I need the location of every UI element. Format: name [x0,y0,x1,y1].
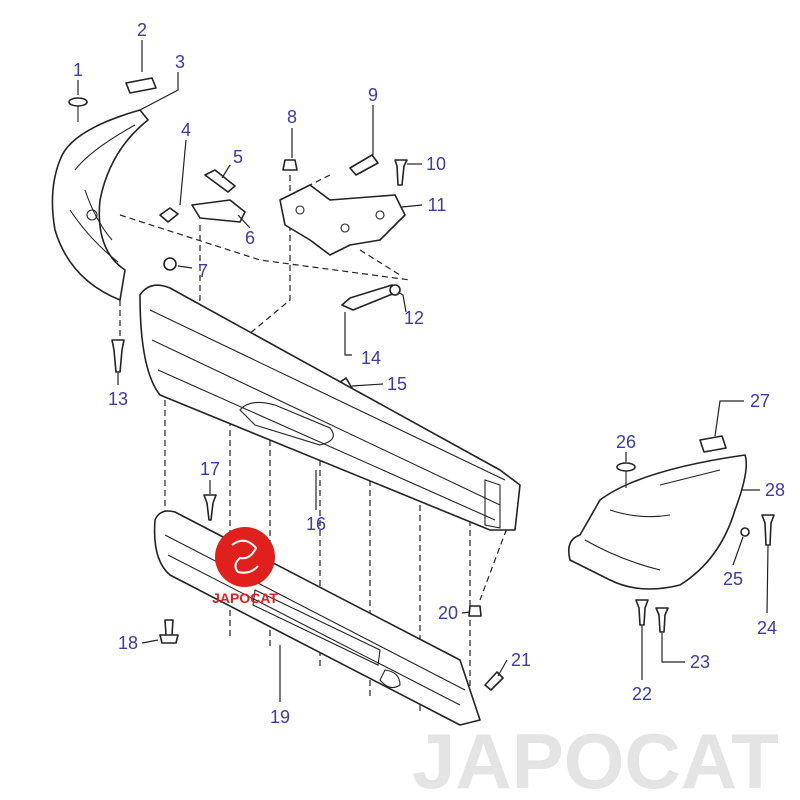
part-bolt-21 [484,671,504,691]
label-10: 10 [426,154,446,174]
part-bolt-5 [204,169,236,193]
part-bolt-24 [761,514,775,546]
part-lower-bumper-19 [153,510,481,726]
label-22: 22 [632,684,652,704]
leader-lines [77,40,769,702]
label-1: 1 [73,60,83,80]
callout-labels: 1 2 3 4 5 6 7 8 9 10 11 12 13 14 15 16 1… [73,20,785,727]
logo-text: JAPOCAT [212,590,278,606]
label-2: 2 [137,20,147,40]
label-20: 20 [438,603,458,623]
label-9: 9 [368,85,378,105]
part-bolt-22 [635,599,649,626]
label-5: 5 [233,147,243,167]
part-bracket-11 [279,184,406,256]
label-23: 23 [690,652,710,672]
label-26: 26 [616,432,636,452]
part-bolt-9 [349,154,379,176]
part-washer-25 [740,527,750,537]
part-bracket-6 [191,199,246,223]
label-15: 15 [387,374,407,394]
part-pad-27 [699,435,727,453]
label-18: 18 [118,633,138,653]
label-7: 7 [198,261,208,281]
part-clip-26 [616,462,636,488]
part-bolt-23 [655,607,669,633]
label-21: 21 [511,650,531,670]
part-bolt-17 [203,494,217,521]
part-splash-shield-right [567,454,748,590]
logo-circle [215,527,275,587]
part-bolt-13 [111,339,125,373]
part-bolt-10 [394,159,408,186]
part-bolt-18 [159,619,179,644]
label-17: 17 [200,459,220,479]
label-12: 12 [404,308,424,328]
watermark: JAPOCAT [412,717,779,800]
label-3: 3 [175,52,185,72]
label-19: 19 [270,707,290,727]
label-4: 4 [181,120,191,140]
label-16: 16 [306,514,326,534]
part-washer-12 [389,284,401,296]
part-pad-2 [125,77,157,94]
part-bolt-14 [341,284,396,311]
part-nut-7 [163,257,177,271]
label-13: 13 [108,389,128,409]
label-25: 25 [723,569,743,589]
label-14: 14 [361,348,381,368]
label-24: 24 [757,618,777,638]
japocat-logo: JAPOCAT [212,527,278,606]
part-bumper-reinforcement-16 [139,284,521,531]
label-6: 6 [245,228,255,248]
part-splash-shield-left [51,109,149,301]
label-11: 11 [428,195,447,215]
label-8: 8 [287,107,297,127]
label-27: 27 [750,391,770,411]
part-clip-1 [68,97,88,122]
label-28: 28 [765,480,785,500]
part-nut-20 [468,605,482,617]
part-nut-8 [282,159,298,171]
part-bolt-4 [159,207,179,223]
logo-cat-icon [231,539,259,574]
